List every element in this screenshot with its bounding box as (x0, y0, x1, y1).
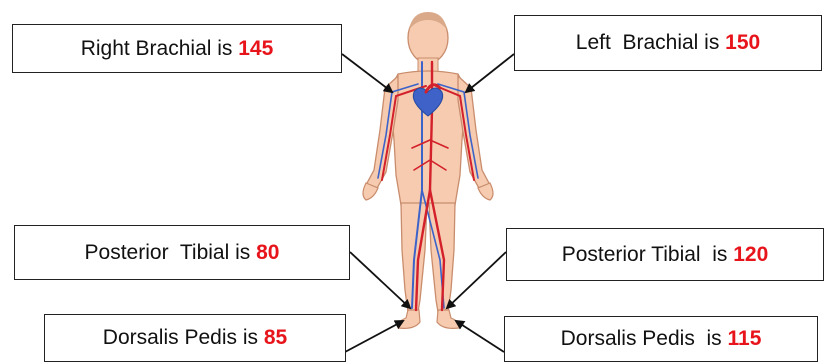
left-brachial-value: 150 (725, 31, 760, 55)
arrow-left-brachial (466, 54, 514, 92)
right-brachial-text: Right Brachial is (81, 37, 239, 61)
left-foot (437, 310, 459, 328)
right-dorsalis-pedis-label: Dorsalis Pedis is 85 (44, 314, 346, 362)
left-brachial-label: Left Brachial is 150 (514, 15, 822, 71)
right-brachial-label: Right Brachial is 145 (12, 24, 342, 73)
arrow-left-dorsalis-pedis (456, 321, 504, 352)
arrow-right-brachial (342, 54, 392, 92)
left-posterior-tibial-label: Posterior Tibial is 120 (506, 228, 824, 281)
left-dorsalis-pedis-label: Dorsalis Pedis is 115 (504, 316, 818, 362)
left-posterior-tibial-value: 120 (733, 243, 768, 267)
left-dorsalis-pedis-value: 115 (728, 327, 762, 351)
human-body (363, 12, 493, 328)
right-arm (366, 76, 398, 190)
right-dorsalis-pedis-text: Dorsalis Pedis is (103, 326, 264, 350)
left-arm (458, 76, 490, 190)
left-posterior-tibial-text: Posterior Tibial is (562, 243, 734, 267)
left-dorsalis-pedis-text: Dorsalis Pedis is (561, 327, 728, 351)
right-posterior-tibial-value: 80 (256, 241, 279, 265)
arrow-right-posterior-tibial (350, 252, 410, 308)
arrow-left-posterior-tibial (447, 252, 506, 308)
right-foot (398, 310, 420, 328)
right-posterior-tibial-text: Posterior Tibial is (85, 241, 257, 265)
right-dorsalis-pedis-value: 85 (264, 326, 287, 350)
arrow-right-dorsalis-pedis (345, 321, 403, 352)
left-brachial-text: Left Brachial is (576, 31, 725, 55)
right-posterior-tibial-label: Posterior Tibial is 80 (14, 225, 350, 280)
right-brachial-value: 145 (238, 37, 273, 61)
